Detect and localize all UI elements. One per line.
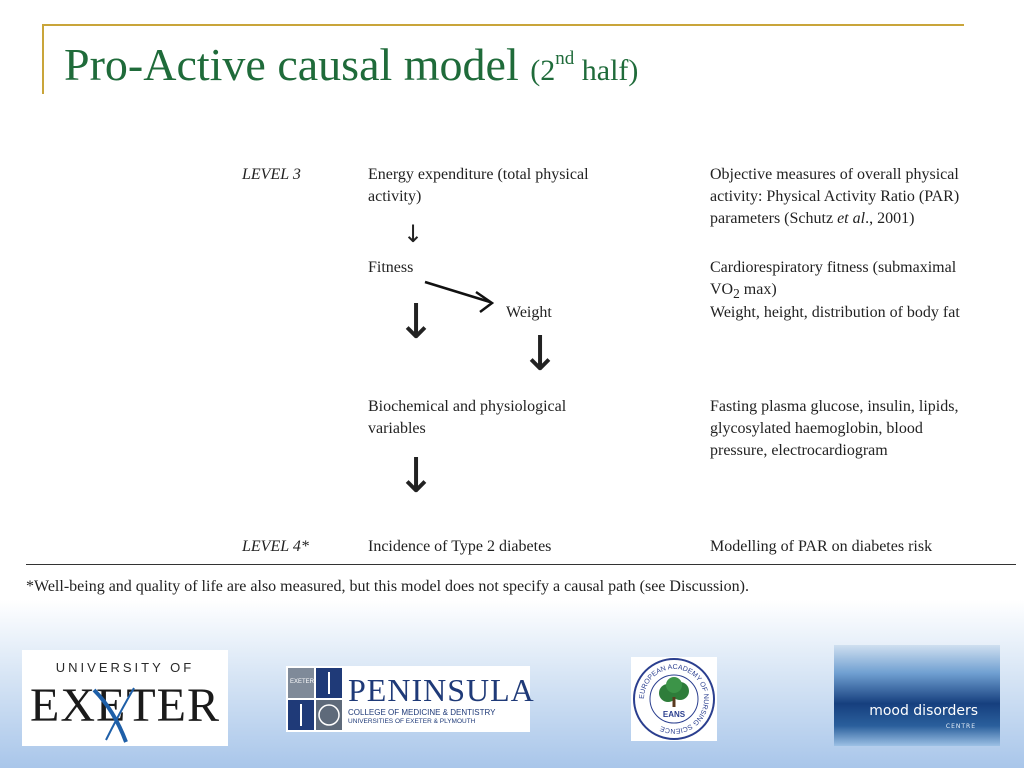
measure-energy: Objective measures of overall physical a…: [710, 164, 959, 230]
node-fitness: Fitness: [368, 259, 414, 276]
measure-weight: Weight, height, distribution of body fat: [710, 304, 960, 321]
peninsula-shield-icon: [288, 668, 342, 730]
title-paren: (2nd half): [530, 48, 639, 87]
eans-seal-icon: EUROPEAN ACADEMY OF NURSING SCIENCE EANS: [633, 658, 715, 740]
mood-disorders-logo: mood disorders CENTRE: [834, 645, 1000, 746]
eans-logo: EUROPEAN ACADEMY OF NURSING SCIENCE EANS: [631, 657, 717, 741]
peninsula-logo-main: PENINSULA: [348, 672, 535, 708]
measure-fitness: Cardiorespiratory fitness (submaximal VO…: [710, 257, 956, 305]
arrow-fitness-to-weight: [424, 280, 495, 313]
measure-biochem-line-3: pressure, electrocardiogram: [710, 442, 888, 459]
title-superscript: nd: [555, 48, 575, 69]
arrow-biochem-to-incidence: ↓: [396, 448, 437, 504]
node-energy-line-1: Energy expenditure (total physical: [368, 166, 589, 183]
node-biochemical: Biochemical and physiological variables: [368, 396, 566, 440]
node-incidence: Incidence of Type 2 diabetes: [368, 538, 552, 555]
node-biochem-line-1: Biochemical and physiological: [368, 398, 567, 415]
measure-fitness-subscript: 2: [733, 286, 740, 302]
node-weight: Weight: [506, 304, 552, 321]
arrow-weight-to-biochem: ↓: [520, 326, 561, 382]
peninsula-badge-text: EXETER: [290, 679, 315, 685]
measure-energy-line-3: parameters (Schutz et al., 2001): [710, 208, 959, 230]
measure-incidence: Modelling of PAR on diabetes risk: [710, 538, 933, 555]
node-energy-line-2: activity): [368, 188, 422, 205]
measure-fitness-line-2: VO2 max): [710, 279, 956, 305]
peninsula-logo-sub1: COLLEGE OF MEDICINE & DENTISTRY: [348, 708, 496, 717]
exeter-swoosh-icon: [92, 687, 135, 743]
measure-energy-line-2: activity: Physical Activity Ratio (PAR): [710, 188, 960, 205]
measure-biochem-line-1: Fasting plasma glucose, insulin, lipids,: [710, 398, 959, 415]
title-paren-close: half): [574, 54, 639, 87]
measure-fitness-line-1: Cardiorespiratory fitness (submaximal: [710, 259, 957, 276]
node-biochem-line-2: variables: [368, 420, 426, 437]
arrow-energy-to-fitness: ↓: [403, 220, 424, 248]
eans-center-text: EANS: [663, 710, 686, 719]
level-3-label: LEVEL 3: [242, 166, 301, 183]
measure-biochemical: Fasting plasma glucose, insulin, lipids,…: [710, 396, 958, 462]
measure-biochem-line-2: glycosylated haemoglobin, blood: [710, 420, 923, 437]
mood-logo-sub: CENTRE: [945, 723, 976, 730]
arrow-fitness-to-biochem: ↓: [396, 294, 437, 350]
title-main: Pro-Active causal model: [64, 39, 531, 90]
measure-energy-text-b: ., 2001): [865, 210, 915, 227]
exeter-logo-top: UNIVERSITY OF: [55, 660, 195, 675]
measure-energy-italic: et al: [837, 210, 866, 227]
title-paren-open: (2: [530, 54, 556, 87]
peninsula-logo-sub2: UNIVERSITIES OF EXETER & PLYMOUTH: [348, 718, 476, 725]
peninsula-logo: EXETER PENINSULA COLLEGE OF MEDICINE & D…: [286, 666, 534, 732]
page-title: Pro-Active causal model (2nd half): [64, 39, 639, 91]
footnote-divider: [26, 564, 1016, 565]
measure-energy-text-a: parameters (Schutz: [710, 210, 838, 227]
measure-energy-line-1: Objective measures of overall physical: [710, 166, 959, 183]
measure-fitness-vo: VO: [710, 281, 734, 298]
measure-fitness-max: max): [739, 281, 777, 298]
title-rule-horizontal: [42, 24, 964, 26]
mood-logo-main: mood disorders: [869, 703, 978, 719]
level-4-label: LEVEL 4*: [242, 538, 309, 555]
exeter-logo: UNIVERSITY OF EXETER: [22, 650, 228, 746]
title-rule-vertical: [42, 24, 44, 94]
footnote: *Well-being and quality of life are also…: [26, 578, 749, 595]
node-energy-expenditure: Energy expenditure (total physical activ…: [368, 164, 589, 208]
